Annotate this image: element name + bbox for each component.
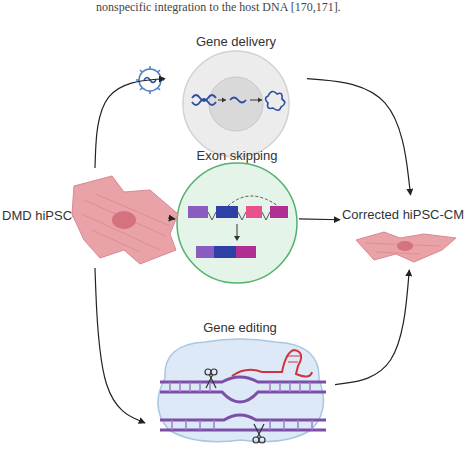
flow-arrow bbox=[307, 79, 411, 195]
flow-arrow bbox=[335, 270, 409, 385]
method-circle: Gene delivery bbox=[165, 32, 307, 158]
node-label: DMD hiPSC-CM bbox=[2, 208, 92, 223]
method-circle: Exon skipping bbox=[175, 146, 299, 286]
viral-vector bbox=[136, 66, 164, 94]
node-outline bbox=[177, 163, 297, 283]
node-label: Gene editing bbox=[145, 320, 335, 335]
node-outline bbox=[145, 318, 335, 446]
cell-node: DMD hiPSC-CM bbox=[2, 168, 168, 268]
flow-arrow bbox=[299, 218, 340, 220]
caption-fragment: nonspecific integration to the host DNA … bbox=[96, 0, 341, 15]
node-label: Exon skipping bbox=[175, 148, 299, 163]
cell-node: Corrected hiPSC-CM bbox=[340, 195, 466, 270]
node-label: Gene delivery bbox=[165, 34, 307, 49]
node-outline bbox=[175, 146, 299, 286]
node-outline bbox=[158, 339, 324, 442]
node-label: Corrected hiPSC-CM bbox=[340, 207, 466, 222]
node-outline bbox=[165, 32, 307, 158]
node-outline bbox=[183, 51, 289, 157]
method-blob: Gene editing bbox=[145, 318, 335, 446]
corrected-cell bbox=[356, 232, 456, 262]
flow-arrow bbox=[95, 79, 165, 168]
flow-arrow bbox=[168, 217, 175, 219]
flow-arrow bbox=[95, 268, 145, 423]
